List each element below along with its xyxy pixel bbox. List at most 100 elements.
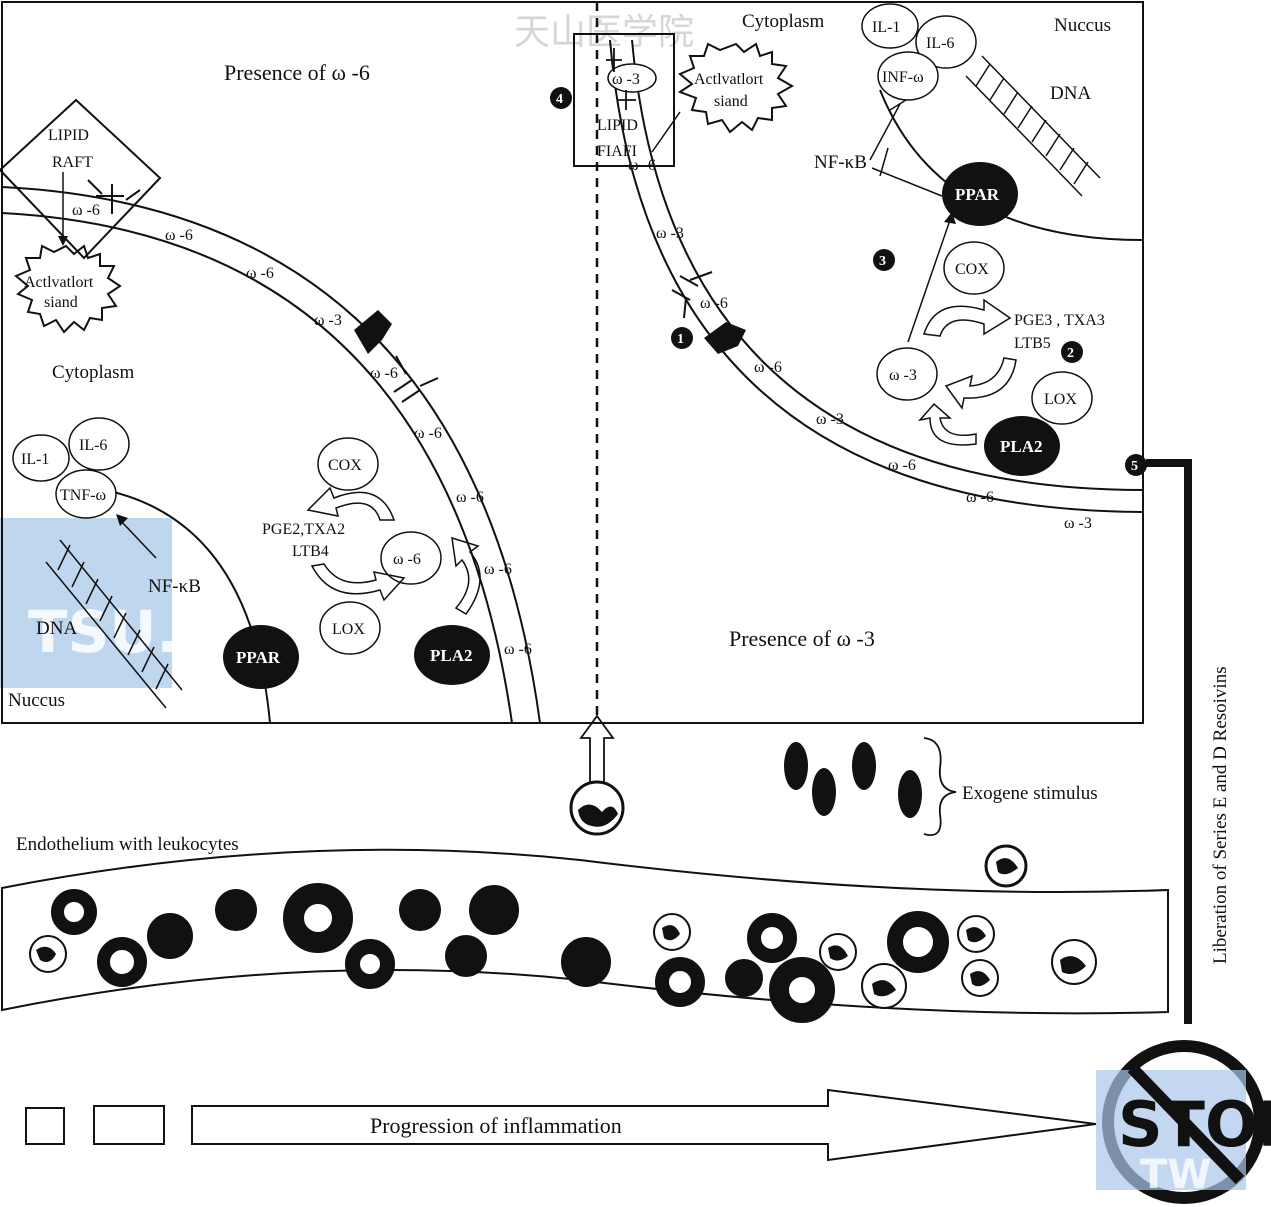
right-dna-ladder	[965, 55, 1101, 197]
liberation-label: Liberation of Series E and D Resoivins	[1210, 666, 1231, 964]
stop-sign: STOP TW	[1096, 1040, 1271, 1204]
step-marker-1: 1	[671, 327, 693, 349]
left-membrane-inner	[1, 212, 513, 724]
right-membrane-label: ω -3	[816, 411, 844, 428]
right-il1-bubble	[861, 3, 919, 49]
left-lox-label: LOX	[332, 621, 365, 638]
right-dna-label: DNA	[1050, 83, 1091, 104]
left-omega-bubble	[380, 531, 442, 585]
left-il6-bubble	[68, 417, 130, 471]
right-cytoplasm: Cytoplasm	[742, 11, 825, 32]
left-pge-line2: LTB4	[292, 543, 329, 560]
stop-watermark: TW	[1140, 1152, 1211, 1198]
main-frame	[1, 1, 1144, 724]
right-nfkb-inhibit	[869, 99, 943, 197]
right-raft-link	[651, 111, 681, 153]
right-il6-label: IL-6	[926, 35, 954, 52]
right-membrane-label: ω -3	[656, 225, 684, 242]
right-raft-receptors	[606, 48, 636, 110]
left-membrane-label: ω -6	[246, 265, 274, 282]
right-title: Presence of ω -3	[729, 626, 875, 651]
left-membrane-label: ω -6	[456, 489, 484, 506]
exogene-label: Exogene stimulus	[962, 783, 1098, 804]
left-membrane-label: ω -6	[504, 641, 532, 658]
svg-text:4: 4	[556, 92, 563, 107]
left-nucleus: Nuccus	[8, 690, 65, 711]
right-cycle-arrow-bottom	[944, 357, 1017, 410]
left-il1-label: IL-1	[21, 451, 49, 468]
right-membrane-outer	[609, 39, 1144, 513]
liberation-connector	[1146, 459, 1192, 1024]
left-il6-label: IL-6	[79, 437, 107, 454]
progression-arrow	[191, 1088, 1097, 1162]
right-omega-bubble	[876, 347, 938, 401]
right-pla2-arrow	[917, 402, 977, 446]
leukocytes	[29, 844, 1097, 1023]
step-marker-2: 2	[1061, 341, 1083, 363]
right-nucleus: Nuccus	[1054, 15, 1111, 36]
right-lipid-raft	[573, 33, 675, 167]
left-raft-arrowhead	[58, 236, 68, 246]
step-marker-5: 5	[1125, 454, 1147, 476]
left-cycle-arrow-top	[306, 486, 396, 521]
left-activated-ligand-burst	[14, 244, 122, 334]
left-pla2-label: PLA2	[430, 646, 473, 665]
right-pge-line1: PGE3 , TXA3	[1014, 312, 1105, 329]
exogene-brace	[923, 737, 957, 836]
left-membrane-label: ω -6	[165, 227, 193, 244]
left-cytoplasm: Cytoplasm	[52, 362, 135, 383]
right-membrane-label: ω -3	[1064, 515, 1092, 532]
left-pla2	[414, 625, 490, 685]
left-cox-bubble	[317, 437, 379, 491]
right-cycle-arrow-top	[923, 298, 1012, 337]
rising-leukocyte-nucleus	[578, 804, 618, 827]
progression-square-large	[93, 1105, 165, 1145]
right-ppar-arrowhead	[944, 212, 956, 224]
right-ppar-label: PPAR	[955, 185, 1000, 204]
left-cycle-arrow-bottom	[310, 563, 406, 602]
left-nfkb-label: NF-κB	[148, 576, 201, 597]
right-activated-ligand-line1: Actlvatlort	[694, 71, 764, 88]
left-receptor	[393, 355, 439, 403]
right-membrane-label: ω -6	[888, 457, 916, 474]
left-dna-label: DNA	[36, 618, 77, 639]
right-inf-label: INF-ω	[882, 69, 924, 86]
left-membrane-label: ω -6	[370, 365, 398, 382]
right-activated-ligand-burst	[677, 42, 795, 134]
left-membrane-label: ω -6	[414, 425, 442, 442]
progression-label: Progression of inflammation	[370, 1113, 622, 1138]
left-membrane-label: ω -3	[314, 312, 342, 329]
right-omega-label: ω -3	[889, 367, 917, 384]
svg-text:1: 1	[677, 332, 684, 347]
upward-arrow	[579, 714, 615, 785]
svg-text:3: 3	[879, 254, 886, 269]
left-nfkb-arrow	[119, 519, 157, 559]
left-lipid-raft-line1: LIPID	[48, 127, 89, 144]
left-title: Presence of ω -6	[224, 60, 370, 85]
left-dna-ladder	[45, 539, 183, 709]
right-activated-ligand-line2: siand	[714, 93, 748, 110]
left-activated-ligand-line2: siand	[44, 294, 78, 311]
right-pla2	[984, 416, 1060, 476]
left-membrane-label: ω -6	[484, 561, 512, 578]
step-marker-4: 4	[550, 87, 572, 109]
left-tnf-bubble	[55, 469, 117, 519]
left-lox-bubble	[319, 601, 381, 655]
right-nucleus-membrane	[879, 89, 1144, 241]
right-membrane-label: ω -6	[966, 489, 994, 506]
right-inf-bubble	[877, 51, 939, 101]
left-raft-receptor	[87, 179, 141, 214]
right-lipid-raft-line2: FIAFI	[597, 143, 637, 160]
right-cox-label: COX	[955, 261, 989, 278]
left-lipid-raft	[0, 98, 162, 260]
left-nfkb-arrowhead	[116, 514, 128, 526]
right-lipid-raft-line1: LIPID	[597, 117, 638, 134]
left-tnf-label: TNF-ω	[60, 487, 106, 504]
right-lox-bubble	[1031, 371, 1093, 425]
svg-text:2: 2	[1067, 346, 1074, 361]
right-lox-label: LOX	[1044, 391, 1077, 408]
right-receptor	[671, 271, 713, 319]
right-raft-omega-label: ω -3	[612, 71, 640, 88]
left-membrane-arrow	[354, 310, 392, 354]
